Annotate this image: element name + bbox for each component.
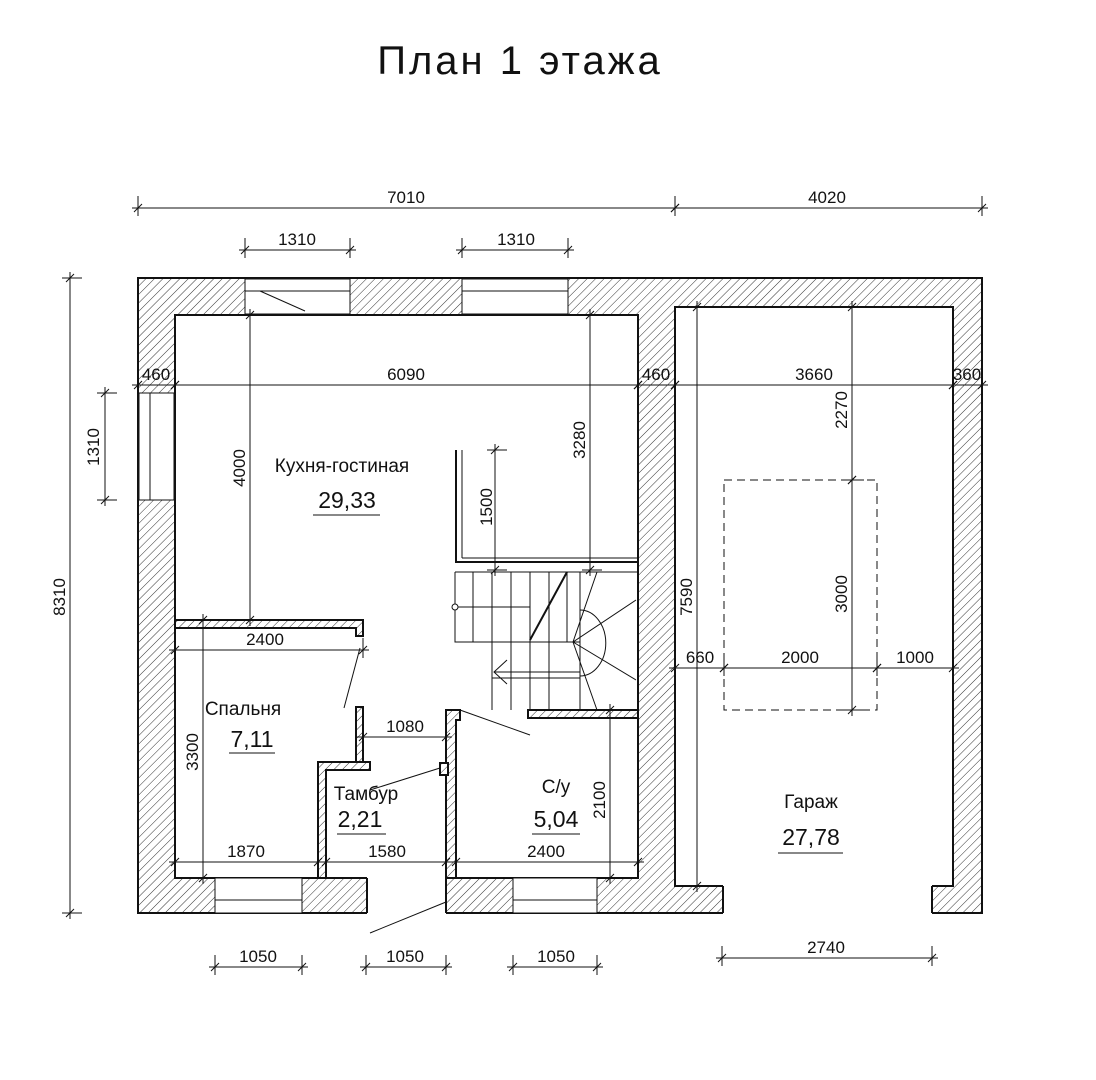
dimension-lines: 7010 4020 1310 1310 460 6090 460 3660 360 660 2000… <box>50 188 988 975</box>
dimension-label: 1580 <box>368 842 406 861</box>
dimension-window-top-2: 1310 <box>456 230 574 258</box>
dimension-stair-offset: 3280 <box>570 309 602 576</box>
dimension-overall-depth: 8310 <box>50 272 82 919</box>
dimension-label: 4020 <box>808 188 846 207</box>
dimension-window-bedroom: 1050 <box>209 947 308 975</box>
dimension-window-top-1: 1310 <box>239 230 356 258</box>
dimension-label: 1310 <box>84 428 103 466</box>
bedroom-door-leaf <box>343 647 361 709</box>
dimension-label: 3300 <box>183 733 202 771</box>
window-top-2 <box>461 278 569 315</box>
plan-title: План 1 этажа <box>377 39 663 83</box>
dimension-label: 2400 <box>246 630 284 649</box>
dimension-kitchen-depth: 4000 <box>230 309 262 626</box>
dimension-label: 1050 <box>239 947 277 966</box>
room-labels: Кухня-гостиная 29,33 Спальня 7,11 Тамбур… <box>205 456 843 854</box>
dimension-label: 460 <box>142 365 170 384</box>
dimension-label: 2000 <box>781 648 819 667</box>
dimension-vestibule-width: 1580 <box>320 842 452 870</box>
dimension-garage-right-gap: 1000 <box>871 648 959 676</box>
room-name-wc: С/у <box>542 777 571 798</box>
room-area-kitchen: 29,33 <box>318 487 376 513</box>
dimension-label: 6090 <box>387 365 425 384</box>
dimension-label: 1500 <box>477 488 496 526</box>
entry-door-leaf <box>369 901 447 934</box>
window-top-1 <box>244 278 351 315</box>
exterior-walls <box>137 277 983 934</box>
dimension-label: 360 <box>953 365 981 384</box>
dimension-garage-pit-offset: 2270 <box>832 301 864 486</box>
room-area-bedroom: 7,11 <box>230 726 273 752</box>
room-area-garage: 27,78 <box>782 824 840 850</box>
dimension-label: 4000 <box>230 449 249 487</box>
dimension-label: 660 <box>686 648 714 667</box>
dimension-door-entry: 1050 <box>360 947 452 975</box>
dimension-label: 1050 <box>386 947 424 966</box>
dimension-garage-door: 2740 <box>716 938 938 966</box>
wc-door-leaf <box>459 709 531 736</box>
dimension-label: 2400 <box>527 842 565 861</box>
dimension-garage-depth: 7590 <box>677 301 709 892</box>
dimension-label: 7590 <box>677 578 696 616</box>
dimension-label: 1870 <box>227 842 265 861</box>
room-name-garage: Гараж <box>784 792 838 813</box>
dimension-label: 1000 <box>896 648 934 667</box>
dimension-label: 2740 <box>807 938 845 957</box>
dimension-label: 3660 <box>795 365 833 384</box>
dimension-wc-width: 2400 <box>450 842 644 870</box>
dimension-window-wc: 1050 <box>507 947 603 975</box>
room-area-wc: 5,04 <box>534 806 579 832</box>
dimension-label: 1310 <box>497 230 535 249</box>
dimension-label: 7010 <box>387 188 425 207</box>
room-name-kitchen: Кухня-гостиная <box>275 456 409 477</box>
vestibule-door-leaf <box>369 767 441 791</box>
window-left <box>138 392 175 501</box>
interior-walls <box>174 619 639 879</box>
dimension-window-left: 1310 <box>84 387 117 506</box>
dimension-label: 8310 <box>50 578 69 616</box>
dimension-label: 3280 <box>570 421 589 459</box>
room-name-bedroom: Спальня <box>205 699 281 720</box>
dimension-label: 1080 <box>386 717 424 736</box>
dimension-label: 1050 <box>537 947 575 966</box>
dimension-garage-inner-width: 3660 <box>669 365 959 393</box>
dimension-overall-garage-width: 4020 <box>669 188 988 216</box>
dimension-wall-right: 360 <box>947 365 988 393</box>
dimension-overall-left-width: 7010 <box>132 188 681 216</box>
dimension-bedroom-depth: 3300 <box>183 614 215 884</box>
room-area-vestibule: 2,21 <box>338 806 383 832</box>
dimension-label: 1310 <box>278 230 316 249</box>
dimension-label: 460 <box>642 365 670 384</box>
dimension-wc-depth: 2100 <box>590 704 622 884</box>
window-wc <box>512 877 598 914</box>
dimension-label: 2270 <box>832 391 851 429</box>
dimension-bedroom-width-top: 2400 <box>169 630 369 658</box>
room-name-vestibule: Тамбур <box>334 784 399 805</box>
staircase <box>451 450 638 711</box>
garage-pit <box>723 479 878 711</box>
dimension-label: 3000 <box>832 575 851 613</box>
dimension-corridor-width: 1080 <box>357 717 452 745</box>
windows <box>138 278 598 914</box>
dimension-bedroom-width: 1870 <box>169 842 324 870</box>
dimension-garage-pit-length: 3000 <box>832 474 864 716</box>
dimension-stair-rail: 1500 <box>477 444 507 576</box>
window-bedroom <box>214 877 303 914</box>
dimension-label: 2100 <box>590 781 609 819</box>
